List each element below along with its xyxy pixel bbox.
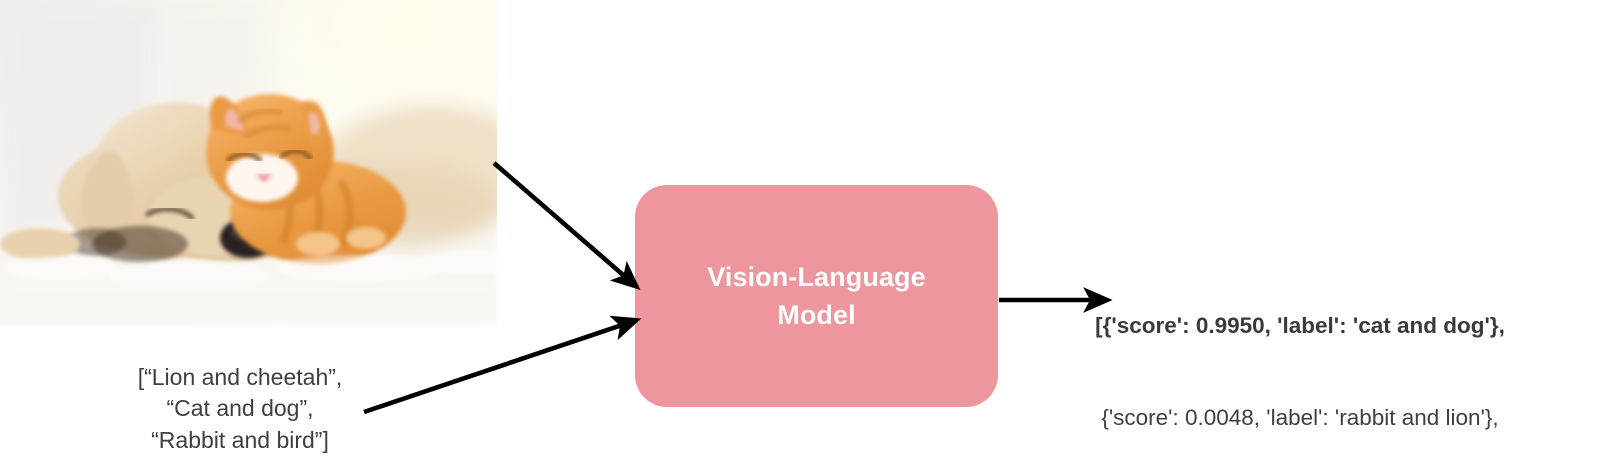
output-line-2: {'score': 0.0048, 'label': 'rabbit and l… [1101,404,1499,430]
vision-language-model-box[interactable]: Vision-Language Model [635,185,998,407]
puppy-and-kitten-photo-icon [0,0,497,326]
input-image-puppy-and-kitten [0,0,497,326]
model-box-label: Vision-Language Model [707,261,926,330]
output-line-1: [{'score': 0.9950, 'label': 'cat and dog… [1095,313,1505,339]
candidate-labels-text: [“Lion and cheetah”, “Cat and dog”, “Rab… [137,364,343,453]
arrow-image-to-model [492,161,641,291]
model-output-text: [{'score': 0.9950, 'label': 'cat and dog… [1020,250,1580,473]
